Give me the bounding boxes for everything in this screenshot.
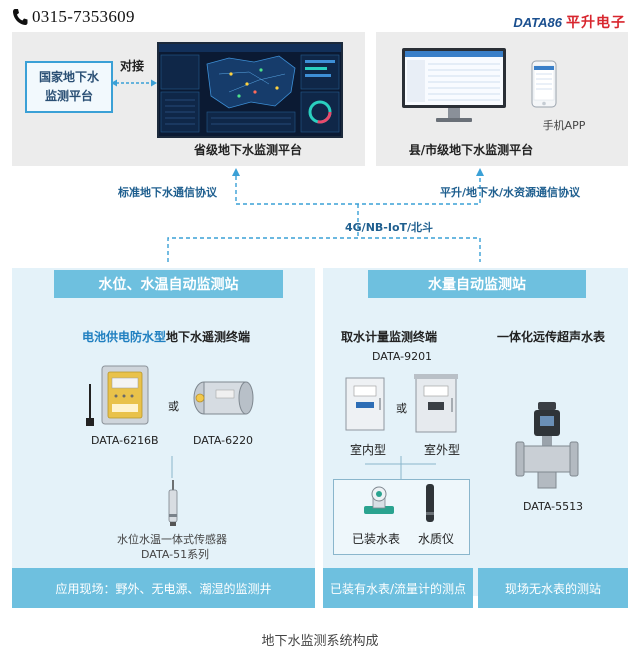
mobile-phone-icon bbox=[531, 60, 557, 108]
dashboard-screen-image bbox=[157, 42, 343, 138]
ultrasonic-water-meter-icon bbox=[515, 402, 579, 489]
sensor-name: 水位水温一体式传感器 bbox=[117, 533, 227, 546]
metering-terminal-title: 取水计量监测终端 bbox=[341, 330, 438, 344]
desktop-monitor-icon bbox=[402, 48, 506, 122]
indoor-cabinet-icon bbox=[345, 377, 385, 431]
phone-contact: 0315-7353609 bbox=[12, 6, 135, 28]
water-level-sensor-icon bbox=[168, 480, 178, 526]
sensor-connector-line bbox=[171, 456, 173, 478]
installed-meter-label: 已装水表 bbox=[352, 532, 401, 546]
telemetry-terminal-subtitle: 电池供电防水型地下水遥测终端 bbox=[82, 328, 250, 345]
compact-terminal-device-icon bbox=[193, 381, 254, 415]
left-application-footer: 应用现场：野外、无电源、潮湿的监测井 bbox=[12, 568, 315, 608]
phone-icon bbox=[13, 9, 28, 25]
pingsheng-protocol-label: 平升/地下水/水资源通信协议 bbox=[440, 186, 581, 199]
network-protocol-label: 4G/NB-IoT/北斗 bbox=[345, 221, 434, 234]
rtu-terminal-device-icon bbox=[86, 365, 149, 426]
phone-number: 0315-7353609 bbox=[32, 7, 135, 26]
water-level-station-title: 水位、水温自动监测站 bbox=[54, 270, 283, 298]
brand-en: DATA86 bbox=[513, 15, 562, 30]
existing-devices-box bbox=[333, 479, 470, 555]
ultrasonic-meter-title: 一体化远传超声水表 bbox=[497, 330, 606, 344]
figure-caption: 地下水监测系统构成 bbox=[261, 634, 379, 649]
water-level-station-panel bbox=[12, 268, 315, 596]
water-quantity-station-title: 水量自动监测站 bbox=[368, 270, 586, 298]
outdoor-cabinet-icon bbox=[414, 374, 458, 433]
outdoor-type-label: 室外型 bbox=[424, 443, 461, 457]
dashboard-map-graphic bbox=[159, 44, 341, 133]
battery-waterproof-label: 电池供电防水型 bbox=[82, 330, 167, 344]
model-6220: DATA-6220 bbox=[193, 434, 254, 447]
standard-protocol-label: 标准地下水通信协议 bbox=[118, 186, 217, 199]
sensor-model: DATA-51系列 bbox=[141, 548, 210, 561]
meter-tree-lines bbox=[365, 456, 436, 479]
model-6216b: DATA-6216B bbox=[91, 434, 159, 447]
model-5513: DATA-5513 bbox=[523, 500, 584, 513]
middle-application-footer: 已装有水表/流量计的测点 bbox=[323, 568, 473, 608]
water-quality-label: 水质仪 bbox=[418, 532, 455, 546]
national-line1: 国家地下水 bbox=[38, 70, 99, 84]
brand-logo: DATA86 平升电子 bbox=[513, 12, 626, 32]
indoor-type-label: 室内型 bbox=[350, 443, 387, 457]
telemetry-terminal-label: 地下水遥测终端 bbox=[166, 330, 251, 344]
mobile-app-caption: 手机APP bbox=[542, 119, 586, 132]
national-platform-box: 国家地下水 监测平台 bbox=[25, 61, 113, 113]
provincial-platform-caption: 省级地下水监测平台 bbox=[193, 143, 302, 157]
county-platform-caption: 县/市级地下水监测平台 bbox=[408, 143, 534, 157]
dock-label: 对接 bbox=[120, 59, 145, 73]
brand-cn: 平升电子 bbox=[566, 15, 626, 31]
installed-water-meter-icon bbox=[364, 486, 394, 514]
model-9201: DATA-9201 bbox=[372, 350, 433, 363]
water-quality-probe-icon bbox=[426, 484, 434, 522]
bidirectional-arrow-icon bbox=[111, 79, 157, 87]
network-connector-lines bbox=[167, 168, 484, 262]
or-label-right: 或 bbox=[396, 402, 407, 415]
national-line2: 监测平台 bbox=[44, 89, 93, 103]
right-application-footer: 现场无水表的测站 bbox=[478, 568, 628, 608]
or-label-left: 或 bbox=[168, 400, 179, 413]
